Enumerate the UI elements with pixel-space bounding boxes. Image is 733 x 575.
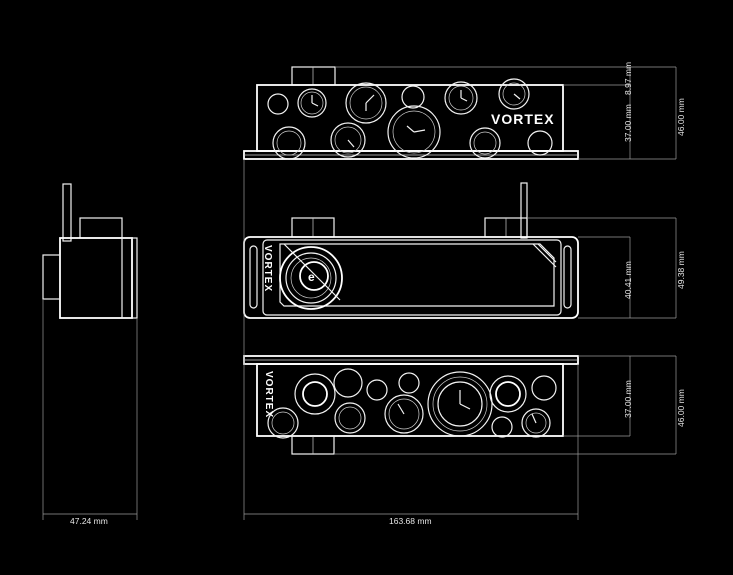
dim-top-body: 37.00 mm (623, 104, 633, 142)
middle-view: e VORTEX (243, 182, 579, 319)
top-view: VORTEX (243, 66, 579, 160)
dimension-lines (42, 66, 677, 520)
middle-brand-logo: VORTEX (262, 245, 273, 292)
dim-bottom-body: 37.00 mm (623, 380, 633, 418)
dim-top-total: 46.00 mm (676, 98, 686, 136)
top-brand-logo: VORTEX (491, 111, 555, 127)
svg-text:e: e (308, 270, 316, 284)
bottom-brand-logo: VORTEX (263, 371, 274, 418)
bottom-clocks (267, 368, 557, 439)
dim-top-cap: 8.97 mm (623, 62, 633, 95)
dim-total-length: 163.68 mm (389, 516, 432, 526)
bottom-view: VORTEX (243, 355, 579, 455)
dim-bottom-total: 46.00 mm (676, 389, 686, 427)
dim-mid-inner: 40.41 mm (623, 261, 633, 299)
side-view (42, 183, 138, 319)
dim-mid-total: 49.38 mm (676, 251, 686, 289)
top-clocks (267, 78, 553, 160)
dim-side-width: 47.24 mm (70, 516, 108, 526)
